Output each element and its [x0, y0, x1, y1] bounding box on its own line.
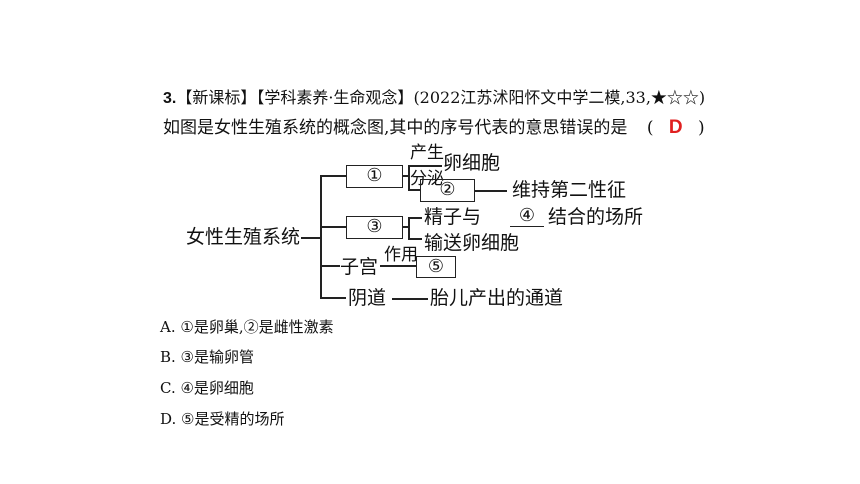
question-source: (2022江苏沭阳怀文中学二模,33,★☆☆) [413, 88, 706, 107]
box-3: ③ [346, 216, 403, 239]
box3-connector [403, 226, 408, 228]
produce-label: 产生 [410, 143, 444, 163]
box1-connector [403, 175, 408, 177]
question-tags: 【新课标】【学科素养·生命观念】 [176, 88, 414, 107]
box3-bracket [408, 217, 410, 239]
sperm-line [408, 217, 422, 219]
option-c: C. ④是卵细胞 [160, 379, 254, 397]
root-connector [301, 237, 320, 239]
function-line [380, 265, 416, 267]
maintain-text: 维持第二性征 [512, 179, 627, 201]
answer-mark: D [668, 117, 683, 138]
branch-1-line [320, 175, 346, 177]
question-header: 3.【新课标】【学科素养·生命观念】(2022江苏沭阳怀文中学二模,33,★☆☆… [163, 84, 705, 108]
produce-line [408, 165, 442, 167]
secrete-line [408, 189, 420, 191]
option-a: A. ①是卵巢,②是雌性激素 [160, 318, 334, 336]
diagram-root: 女性生殖系统 [186, 226, 301, 248]
answer-paren-open: ( [646, 118, 654, 138]
question-stem-text: 如图是女性生殖系统的概念图,其中的序号代表的意思错误的是 [163, 118, 628, 138]
option-d: D. ⑤是受精的场所 [160, 410, 285, 428]
function-label: 作用 [384, 245, 418, 265]
question-number: 3. [163, 90, 177, 107]
blank-4: ④ [510, 205, 544, 227]
transport-text: 输送卵细胞 [424, 232, 520, 254]
main-bracket [320, 175, 322, 298]
option-b: B. ③是输卵管 [160, 348, 255, 366]
box-2: ② [420, 179, 475, 202]
transport-line [408, 238, 422, 240]
question-stem: 如图是女性生殖系统的概念图,其中的序号代表的意思错误的是 ( D ) [163, 113, 705, 139]
egg-cell-text: 卵细胞 [443, 152, 501, 174]
fusion-place-text: 结合的场所 [548, 206, 644, 228]
uterus-text: 子宫 [340, 256, 379, 278]
vagina-line [392, 298, 428, 300]
box1-bracket [408, 165, 410, 190]
sperm-and-text: 精子与 [424, 206, 482, 228]
answer-paren-close: ) [698, 118, 705, 138]
box2-line [475, 190, 507, 192]
birth-canal-text: 胎儿产出的通道 [430, 287, 564, 309]
vagina-text: 阴道 [348, 287, 387, 309]
branch-3-line [320, 226, 346, 228]
box-5: ⑤ [416, 256, 456, 278]
branch-uterus-line [320, 265, 340, 267]
box-1: ① [346, 165, 403, 188]
branch-vagina-line [320, 297, 346, 299]
